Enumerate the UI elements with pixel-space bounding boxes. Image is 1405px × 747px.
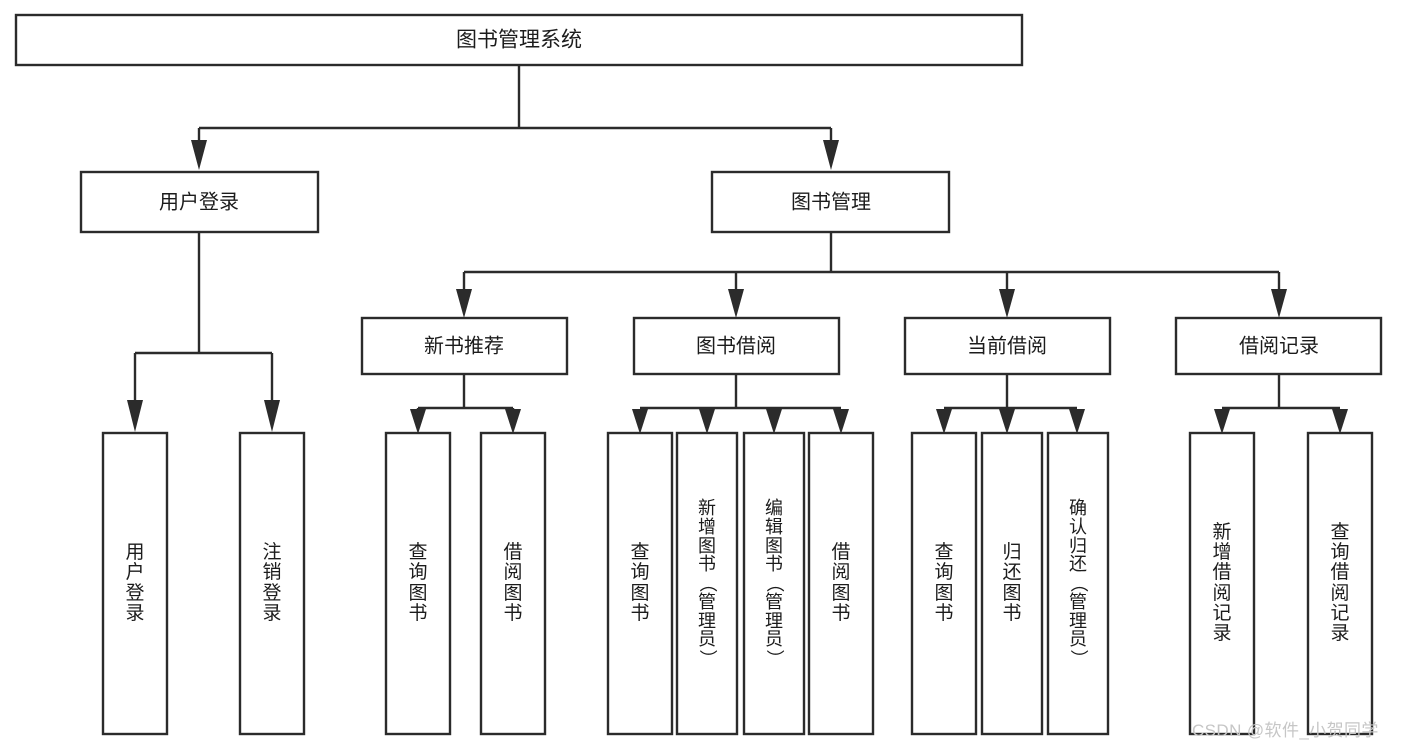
leaf-box-current-borrow-3[interactable] xyxy=(1046,431,1110,736)
leaf-box-new-book-1[interactable] xyxy=(384,431,452,736)
node-user-login[interactable]: 用户登录 xyxy=(79,170,320,234)
arrow-newbook-leaf-1 xyxy=(410,409,426,434)
arrow-borrowrecord-leaf-1 xyxy=(1214,409,1230,434)
node-book-borrow-label: 图书借阅 xyxy=(696,334,776,357)
leaf-box-borrow-record-1[interactable] xyxy=(1188,431,1256,736)
arrow-bookborrow-leaf-1 xyxy=(632,409,648,434)
arrow-bookborrow-leaf-3 xyxy=(766,409,782,434)
arrow-currentborrow-leaf-1 xyxy=(936,409,952,434)
arrow-bookborrow-leaf-4 xyxy=(833,409,849,434)
node-new-book-recommend-label: 新书推荐 xyxy=(424,334,504,357)
arrow-bookmgmt-to-current xyxy=(999,289,1015,318)
arrow-root-to-bookmgmt xyxy=(823,140,839,170)
leaf-box-current-borrow-1[interactable] xyxy=(910,431,978,736)
arrow-bookmgmt-to-record xyxy=(1271,289,1287,318)
node-user-login-label: 用户登录 xyxy=(159,190,239,213)
node-book-borrow[interactable]: 图书借阅 xyxy=(632,316,841,376)
node-book-borrow-box[interactable] xyxy=(632,316,841,376)
arrow-currentborrow-leaf-2 xyxy=(999,409,1015,434)
node-book-management[interactable]: 图书管理 xyxy=(710,170,951,234)
arrow-userlogin-leaf-2 xyxy=(264,400,280,432)
node-current-borrow-box[interactable] xyxy=(903,316,1112,376)
arrow-bookborrow-leaf-2 xyxy=(699,409,715,434)
arrow-userlogin-leaf-1 xyxy=(127,400,143,432)
arrow-newbook-leaf-2 xyxy=(505,409,521,434)
node-borrow-record-label: 借阅记录 xyxy=(1239,334,1319,357)
leaf-box-book-borrow-1[interactable] xyxy=(606,431,674,736)
leaf-box-book-borrow-2[interactable] xyxy=(675,431,739,736)
arrow-bookmgmt-to-borrow xyxy=(728,289,744,318)
leaf-box-new-book-2[interactable] xyxy=(479,431,547,736)
node-root-label: 图书管理系统 xyxy=(456,29,582,52)
leaf-box-user-login-1[interactable] xyxy=(101,431,169,736)
arrow-bookmgmt-to-newbook xyxy=(456,289,472,318)
leaf-box-user-login-2[interactable] xyxy=(238,431,306,736)
csdn-watermark: CSDN @软件_小贺同学 xyxy=(1192,721,1379,740)
node-borrow-record-box[interactable] xyxy=(1174,316,1383,376)
node-borrow-record[interactable]: 借阅记录 xyxy=(1174,316,1383,376)
leaf-box-book-borrow-4[interactable] xyxy=(807,431,875,736)
arrow-root-to-userlogin xyxy=(191,140,207,170)
leaf-box-borrow-record-2[interactable] xyxy=(1306,431,1374,736)
node-new-book-recommend[interactable]: 新书推荐 xyxy=(360,316,569,376)
arrow-borrowrecord-leaf-2 xyxy=(1332,409,1348,434)
leaf-box-current-borrow-2[interactable] xyxy=(980,431,1044,736)
node-current-borrow-label: 当前借阅 xyxy=(967,334,1047,357)
node-current-borrow[interactable]: 当前借阅 xyxy=(903,316,1112,376)
node-new-book-recommend-box[interactable] xyxy=(360,316,569,376)
node-book-management-box[interactable] xyxy=(710,170,951,234)
node-book-management-label: 图书管理 xyxy=(791,190,871,213)
arrow-currentborrow-leaf-3 xyxy=(1069,409,1085,434)
node-root[interactable]: 图书管理系统 xyxy=(14,13,1024,67)
node-root-box[interactable] xyxy=(14,13,1024,67)
leaf-box-book-borrow-3[interactable] xyxy=(742,431,806,736)
